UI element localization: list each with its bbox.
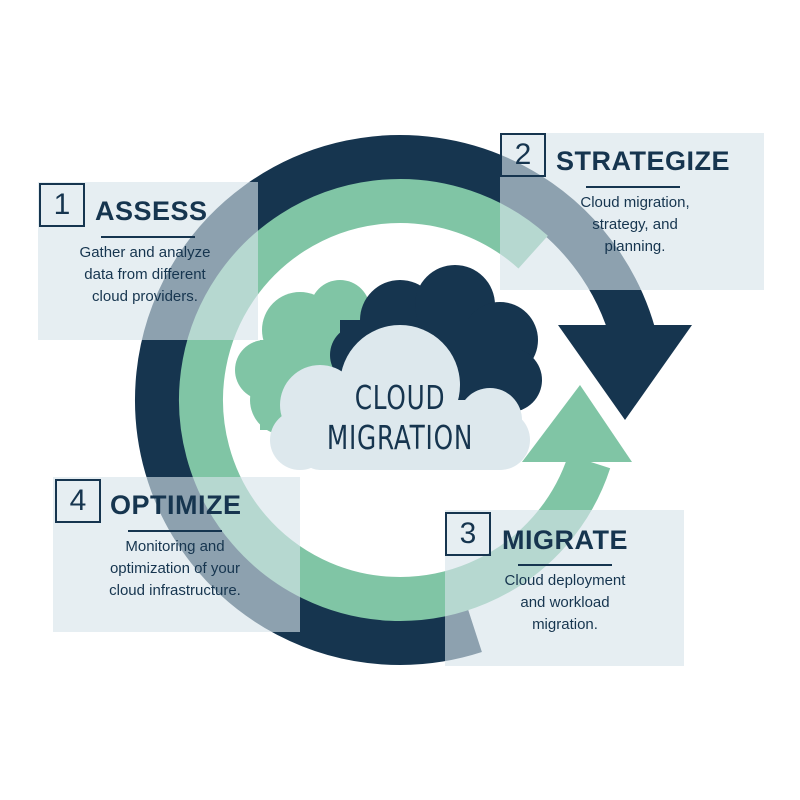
- green-arrowhead: [522, 385, 632, 462]
- step-number-badge: 3: [445, 512, 491, 556]
- step-optimize-card: [53, 477, 300, 632]
- desc-line: Cloud deployment: [504, 572, 626, 589]
- desc-line: strategy, and: [592, 216, 678, 233]
- navy-arrowhead: [558, 325, 692, 420]
- title-underline: [101, 236, 195, 238]
- step-migrate-card: [445, 510, 684, 666]
- title-underline: [128, 530, 222, 532]
- center-title-line2: MIGRATION: [326, 418, 474, 457]
- step-description: Monitoring and optimization of your clou…: [80, 536, 270, 602]
- desc-line: data from different: [84, 266, 206, 283]
- step-number-badge: 2: [500, 133, 546, 177]
- light-cloud-icon: [270, 325, 530, 470]
- desc-line: migration.: [532, 616, 598, 633]
- title-underline: [518, 564, 612, 566]
- step-title: MIGRATE: [502, 525, 628, 555]
- step-description: Cloud deployment and workload migration.: [470, 570, 660, 636]
- step-title: STRATEGIZE: [556, 146, 731, 176]
- desc-line: Monitoring and: [125, 538, 225, 555]
- title-underline: [586, 186, 680, 188]
- step-description: Gather and analyze data from different c…: [55, 242, 235, 308]
- desc-line: Gather and analyze: [79, 244, 211, 261]
- step-title: OPTIMIZE: [110, 490, 242, 520]
- step-number-badge: 1: [39, 183, 85, 227]
- desc-line: optimization of your: [109, 560, 241, 577]
- step-assess-card: [38, 182, 258, 340]
- center-title: CLOUD MIGRATION: [325, 378, 475, 458]
- desc-line: planning.: [604, 238, 666, 255]
- desc-line: cloud providers.: [92, 288, 198, 305]
- step-title: ASSESS: [95, 196, 208, 226]
- step-description: Cloud migration, strategy, and planning.: [540, 192, 730, 258]
- desc-line: cloud infrastructure.: [109, 582, 241, 599]
- center-title-line1: CLOUD: [354, 378, 446, 417]
- desc-line: Cloud migration,: [580, 194, 690, 211]
- desc-line: and workload: [520, 594, 610, 611]
- step-number-badge: 4: [55, 479, 101, 523]
